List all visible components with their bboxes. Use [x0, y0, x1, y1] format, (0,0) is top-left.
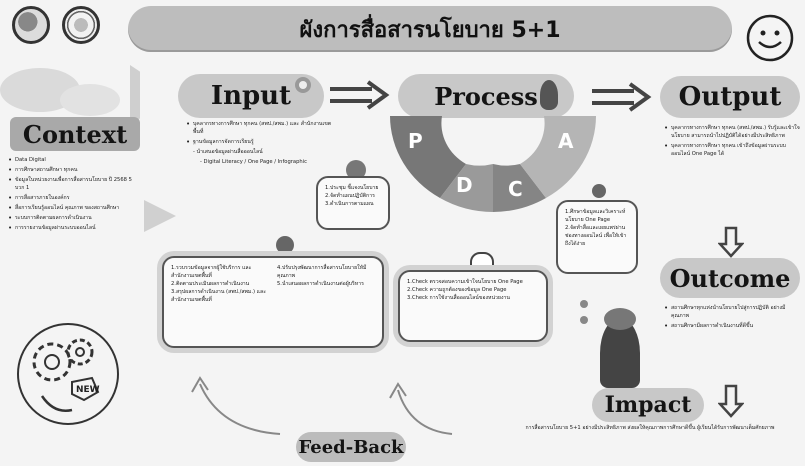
person-head [604, 308, 636, 330]
input-item: ฐานข้อมูลการจัดการเรียนรู้ [186, 138, 336, 146]
page-title: ผังการสื่อสารนโยบาย 5+1 [128, 6, 732, 52]
pdca-segment-p [390, 116, 466, 198]
pdca-letter: D [456, 173, 473, 197]
context-arrow [144, 200, 176, 232]
gears-new-idea-icon: NEW [17, 323, 119, 425]
feedback-box: 1.รวบรวมข้อมูลจากผู้ใช้บริการ และ สำนักง… [162, 256, 384, 348]
feedback-arrows [191, 376, 453, 435]
process-plan-box: 1.ประชุม ชี้แจงนโยบาย 2.จัดทำแผนปฏิบัติก… [316, 176, 390, 230]
avatar [592, 184, 606, 198]
process-step: 1.Check ตรวจสอบความเข้าใจนโยบาย One Page [407, 279, 523, 285]
process-step: 2.จัดทำสื่อและเผยแพร่ผ่านช่องทางออนไลน์ … [565, 225, 627, 247]
idea-dot [580, 300, 588, 308]
gears-label: NEW [76, 385, 100, 395]
impact-text: การสื่อสารนโยบาย 5+1 อย่างมีประสิทธิภาพ … [525, 425, 775, 431]
process-step: 3.ดำเนินการตามแผน [325, 201, 374, 207]
pdca-letter: P [408, 129, 423, 153]
feedback-step: 3.สรุปผลการดำเนินงาน (สพป./สพม.) และ สำน… [171, 289, 266, 303]
output-list: บุคลากรทางการศึกษา ทุกคน (สพป./สพม.) รับ… [664, 124, 800, 160]
context-item: การรายงานข้อมูลผ่านระบบออนไลน์ [8, 224, 136, 232]
feedback-step: 2.ติดตามประเมินผลการดำเนินงาน [171, 281, 250, 287]
process-do-box: 1.ศึกษาข้อมูลและวิเคราะห์นโยบาย One Page… [556, 200, 638, 274]
feedback-step: 4.ปรับปรุงพัฒนาการสื่อสารนโยบายให้มีคุณภ… [277, 265, 367, 279]
process-step: 2.Check ความถูกต้องของข้อมูล One Page [407, 287, 507, 293]
process-step: 3.Check การใช้งานสื่อออนไลน์ของหน่วยงาน [407, 295, 510, 301]
input-item: บุคลากรทางการศึกษา ทุกคน (สพป./สพม.) และ… [186, 120, 336, 136]
context-list: Data Digital การศึกษาสถานศึกษา ทุกคน ข้อ… [8, 156, 136, 234]
outcome-list: สถานศึกษาทุกแห่งนำนโยบายไปสู่การปฏิบัติ … [664, 304, 800, 332]
process-step: 2.จัดทำแผนปฏิบัติการ [325, 193, 375, 199]
context-item: การศึกษาสถานศึกษา ทุกคน [8, 166, 136, 174]
pdca-letter: A [558, 129, 574, 153]
idea-dot [580, 316, 588, 324]
input-to-process-arrow [330, 80, 390, 110]
context-item: Data Digital [8, 156, 136, 164]
input-label: Input [178, 74, 324, 118]
pdca-segment-d [440, 164, 493, 212]
pdca-segment-c [493, 164, 546, 212]
output-item: บุคลากรทางการศึกษา ทุกคน (สพป./สพม.) รับ… [664, 124, 800, 140]
avatar [346, 160, 366, 180]
smiley-face-icon [746, 14, 794, 62]
context-item: การสื่อสารภายในองค์กร [8, 194, 136, 202]
feedback-step: 1.รวบรวมข้อมูลจากผู้ใช้บริการ และ สำนักง… [171, 265, 252, 279]
avatar [276, 236, 294, 254]
process-step: 1.ศึกษาข้อมูลและวิเคราะห์นโยบาย One Page [565, 209, 626, 223]
context-item: ระบบการติดตามผลการดำเนินงาน [8, 214, 136, 222]
impact-label: Impact [592, 388, 704, 422]
outcome-label: Outcome [660, 258, 800, 298]
context-item: สื่อการเรียนรู้ออนไลน์ คุณภาพ ของสถานศึก… [8, 204, 136, 212]
input-list: บุคลากรทางการศึกษา ทุกคน (สพป./สพม.) และ… [186, 120, 336, 166]
decorative-background [0, 65, 140, 125]
sparkle-icon [295, 77, 311, 93]
outcome-item: สถานศึกษาทุกแห่งนำนโยบายไปสู่การปฏิบัติ … [664, 304, 800, 320]
organization-seal-icon [12, 6, 50, 44]
ministry-seal-icon [62, 6, 100, 44]
output-label: Output [660, 76, 800, 118]
input-subitem: - Digital Literacy / One Page / Infograp… [200, 159, 307, 165]
process-to-output-arrow [592, 82, 652, 112]
outcome-item: สถานศึกษามีผลการดำเนินงานที่ดีขึ้น [664, 322, 800, 330]
pdca-wheel: P D C A [390, 116, 596, 212]
output-to-outcome-arrow [718, 226, 744, 258]
input-subitem: - นำเสนอข้อมูลผ่านสื่อออนไลน์ [193, 149, 263, 155]
feedback-step: 5.นำเสนอผลการดำเนินงานต่อผู้บริหาร [277, 281, 364, 287]
pdca-segment-a [520, 116, 596, 198]
context-item: ข้อมูลในหน่วยงานเพื่อการสื่อสารนโยบาย ปี… [8, 176, 136, 192]
feedback-label: Feed-Back [296, 432, 406, 462]
woman-with-laptop-icon [540, 80, 558, 110]
outcome-to-impact-arrow [718, 384, 744, 418]
process-check-box: 1.Check ตรวจสอบความเข้าใจนโยบาย One Page… [398, 270, 548, 342]
output-item: บุคลากรทางการศึกษา ทุกคน เข้าถึงข้อมูลผ่… [664, 142, 800, 158]
context-label: Context [10, 117, 140, 151]
process-step: 1.ประชุม ชี้แจงนโยบาย [325, 185, 379, 191]
pdca-letter: C [508, 177, 523, 201]
